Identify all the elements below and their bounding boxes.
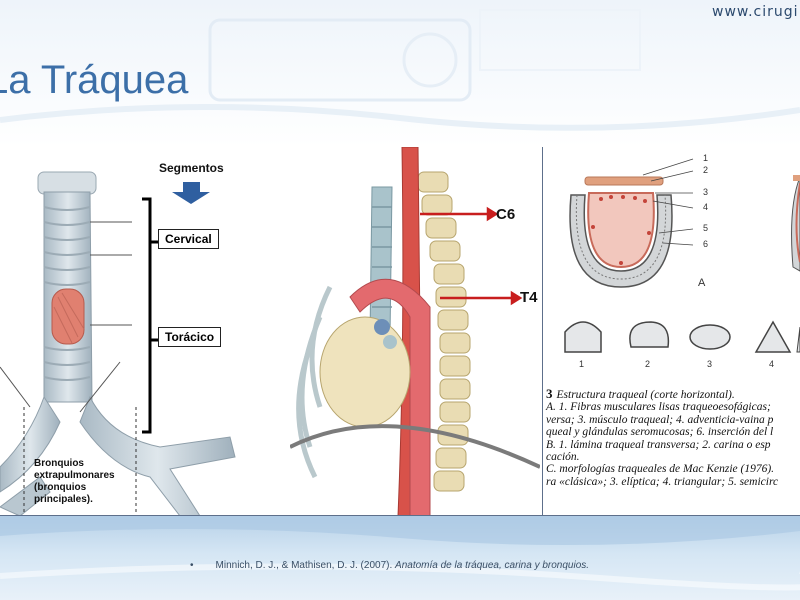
t4-label: T4 xyxy=(520,289,538,306)
section-a-label: A xyxy=(698,277,706,289)
section-number: 1 xyxy=(703,153,709,163)
caption-line: B. 1. lámina traqueal transversa; 2. car… xyxy=(546,438,771,451)
section-number: 3 xyxy=(703,187,709,197)
caption-line: ra «clásica»; 3. elíptica; 4. triangular… xyxy=(546,475,779,488)
reference-title: Anatomía de la tráquea, carina y bronqui… xyxy=(395,560,590,571)
header-decoration xyxy=(0,9,800,131)
footer-decoration xyxy=(0,516,800,591)
bronchi-label-line: Bronquios xyxy=(34,458,84,469)
c6-label: C6 xyxy=(496,206,516,223)
section-number: 2 xyxy=(703,165,709,175)
caption-title: Estructura traqueal (corte horizontal). xyxy=(556,389,735,401)
shape-number: 3 xyxy=(707,359,713,369)
caption-line: versa; 3. músculo traqueal; 4. adventici… xyxy=(546,413,774,426)
reference-bullet: • xyxy=(190,560,194,571)
cervical-label: Cervical xyxy=(158,229,219,249)
slide-header: www.cirugi La Tráquea xyxy=(0,0,800,147)
section-number: 6 xyxy=(703,239,709,249)
content-bottom-border xyxy=(0,515,800,516)
bronchi-label: Bronquios extrapulmonares (bronquios pri… xyxy=(34,458,134,506)
reference-authors: Minnich, D. J., & Mathisen, D. J. (2007)… xyxy=(215,560,396,571)
site-url: www.cirugi xyxy=(712,4,799,20)
shape-number: 2 xyxy=(645,359,651,369)
section-number: 5 xyxy=(703,223,709,233)
segments-title: Segmentos xyxy=(159,161,224,175)
section-number: 4 xyxy=(703,202,709,212)
content-area: Segmentos Cervical Torácico Bronquios ex… xyxy=(0,147,800,516)
shape-number: 4 xyxy=(769,359,775,369)
slide-title: La Tráquea xyxy=(0,58,189,102)
caption-line: queal y glándulas seromucosas; 6. inserc… xyxy=(546,426,774,439)
bronchi-label-line: (bronquios xyxy=(34,482,87,493)
bronchi-label-line: principales). xyxy=(34,494,93,505)
panel-divider xyxy=(542,147,543,516)
bronchi-label-line: extrapulmonares xyxy=(34,470,115,481)
segments-arrow-icon xyxy=(172,182,210,204)
caption-line: A. 1. Fibras musculares lisas traqueoeso… xyxy=(546,401,771,414)
trachea-segments-illustration xyxy=(0,171,236,516)
caption-figure-number: 3 xyxy=(546,386,553,401)
sagittal-anatomy-illustration xyxy=(290,147,540,516)
shape-number: 1 xyxy=(579,359,585,369)
caption-line: C. morfologías traqueales de Mac Kenzie … xyxy=(546,463,775,476)
reference-citation: • Minnich, D. J., & Mathisen, D. J. (2007… xyxy=(190,560,589,571)
tracheal-section-illustration xyxy=(564,158,800,353)
caption-line: cación. xyxy=(546,451,580,464)
toracico-label: Torácico xyxy=(158,327,222,347)
slide-footer xyxy=(0,516,800,600)
